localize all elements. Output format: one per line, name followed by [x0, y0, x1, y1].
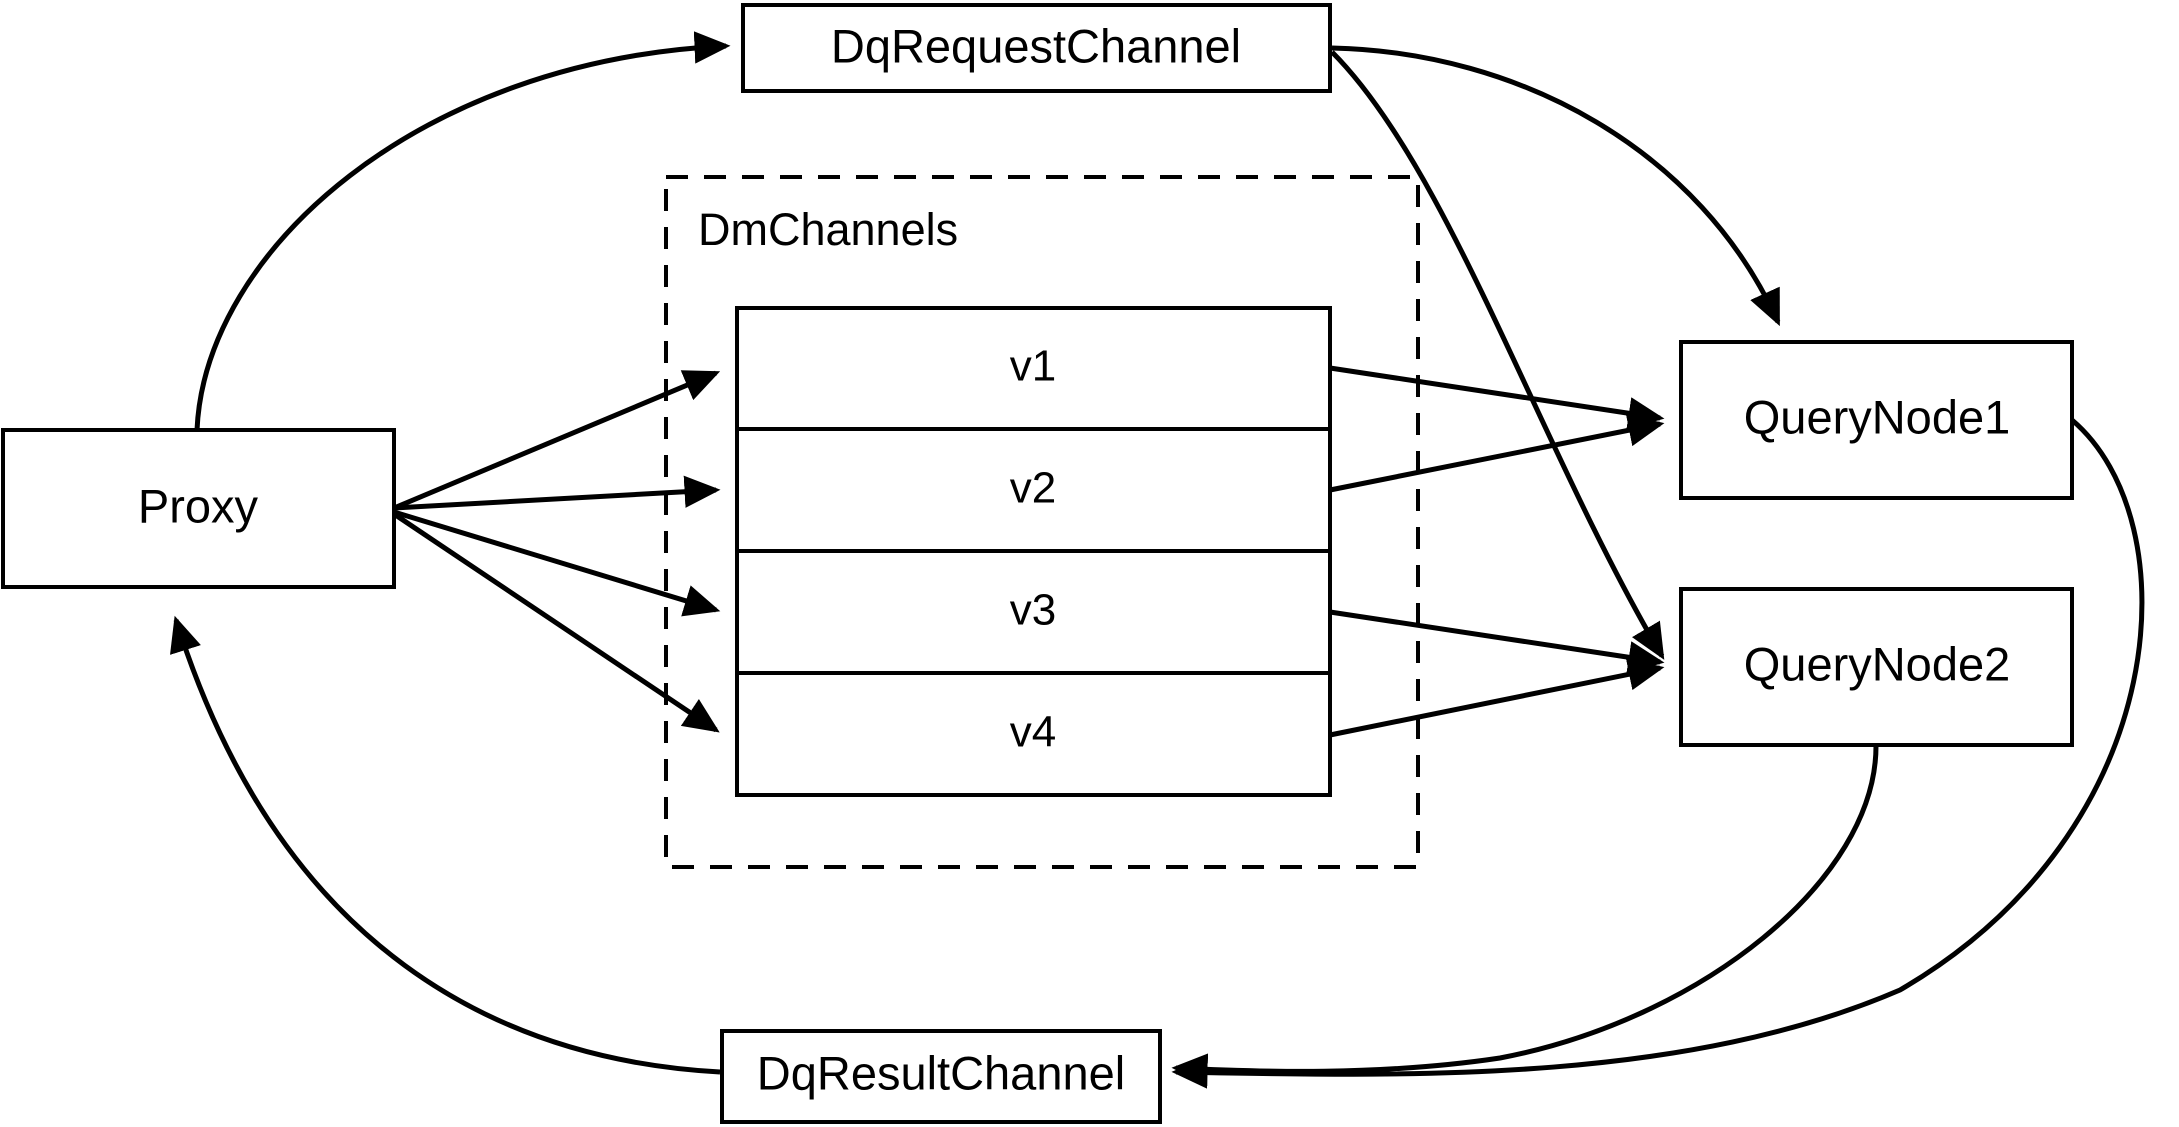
- edge-v1-to-querynode1: [1329, 365, 1665, 430]
- edge-v2-to-querynode1: [1329, 414, 1665, 493]
- edge-dqresultchannel-to-proxy: [170, 615, 721, 1075]
- dm-channels-label: DmChannels: [698, 204, 958, 255]
- edge-querynode1-to-dqresultchannel: [1171, 418, 2145, 1089]
- dm-channel-row-label-v4: v4: [1010, 708, 1056, 757]
- dm-channel-row-label-v2: v2: [1010, 464, 1056, 513]
- query-node-1-box[interactable]: [1679, 340, 2074, 500]
- edge-dqrequestchannel-to-querynode1: [1331, 45, 1781, 327]
- edge-dqrequestchannel-to-querynode2: [1330, 50, 1665, 660]
- edge-proxy-to-v1: [393, 370, 721, 511]
- edge-v4-to-querynode2: [1329, 658, 1665, 738]
- edge-querynode2-to-dqresultchannel: [1171, 745, 1879, 1086]
- query-node-2-box[interactable]: [1679, 587, 2074, 747]
- edge-v3-to-querynode2: [1329, 609, 1665, 674]
- edge-proxy-to-dqrequestchannel: [194, 31, 731, 431]
- proxy-label: Proxy: [138, 479, 259, 532]
- dq-result-channel-label: DqResultChannel: [757, 1046, 1125, 1099]
- dm-channel-row-label-v1: v1: [1010, 342, 1056, 391]
- dq-request-channel-box[interactable]: [741, 3, 1332, 93]
- edge-proxy-to-v4: [392, 511, 720, 733]
- query-node-1-label: QueryNode1: [1744, 390, 2011, 443]
- proxy-box[interactable]: [1, 428, 396, 589]
- query-node-2-label: QueryNode2: [1744, 637, 2011, 690]
- edge-proxy-to-v3: [393, 509, 721, 617]
- edge-proxy-to-v2: [393, 475, 721, 511]
- dq-request-channel-label: DqRequestChannel: [831, 19, 1241, 72]
- dm-channel-row-label-v3: v3: [1010, 586, 1056, 635]
- dq-result-channel-box[interactable]: [720, 1029, 1162, 1124]
